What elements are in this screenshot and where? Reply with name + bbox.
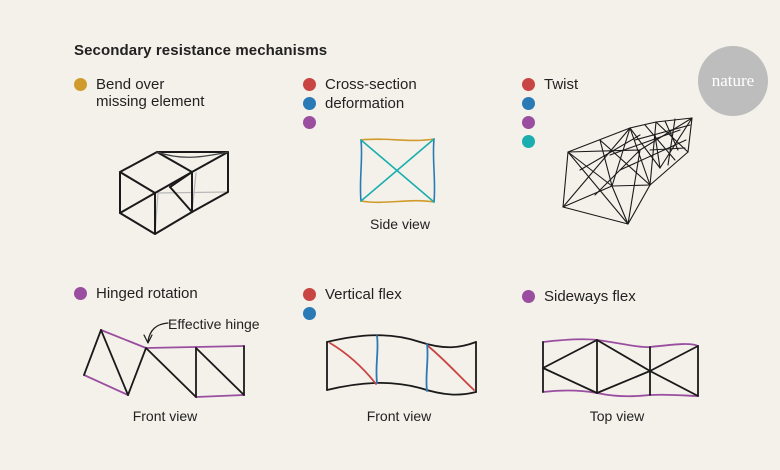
cross-label-line2: deformation <box>325 95 405 112</box>
bend-label-line2: missing element <box>96 93 205 110</box>
cross-section-frame <box>359 138 436 204</box>
sideways-label: Sideways flex <box>544 288 636 305</box>
red-dot-icon <box>522 78 535 91</box>
red-dot-icon <box>303 78 316 91</box>
vertical-label: Vertical flex <box>325 286 402 303</box>
twist-label: Twist <box>544 76 579 93</box>
sideways-caption: Top view <box>589 408 645 424</box>
hinged-caption: Front view <box>132 408 198 424</box>
purple-dot-icon <box>522 290 535 303</box>
legend-cross-section: Cross-section deformation <box>303 76 417 133</box>
vertical-caption: Front view <box>366 408 432 424</box>
purple-dot-icon <box>522 116 535 129</box>
red-dot-icon <box>303 288 316 301</box>
bend-truss <box>119 151 229 235</box>
legend-hinged: Hinged rotation <box>74 285 198 304</box>
hinged-truss <box>83 322 245 398</box>
purple-dot-icon <box>303 116 316 129</box>
purple-dot-icon <box>74 287 87 300</box>
legend-vertical: Vertical flex <box>303 286 402 324</box>
twist-truss <box>562 117 693 225</box>
blue-dot-icon <box>303 97 316 110</box>
hinged-label: Hinged rotation <box>96 285 198 302</box>
cross-label-line1: Cross-section <box>325 76 417 93</box>
blue-dot-icon <box>522 97 535 110</box>
teal-dot-icon <box>522 135 535 148</box>
hinge-annotation: Effective hinge <box>168 316 260 332</box>
nature-logo: nature <box>698 46 768 116</box>
sideways-flex-truss <box>542 338 699 398</box>
blue-dot-icon <box>303 307 316 320</box>
vertical-flex-truss <box>326 334 477 396</box>
legend-twist: Twist <box>522 76 578 152</box>
legend-sideways: Sideways flex <box>522 288 636 307</box>
bend-label-line1: Bend over <box>96 76 165 93</box>
figure-title: Secondary resistance mechanisms <box>74 42 328 59</box>
cross-caption: Side view <box>370 216 430 232</box>
gold-dot-icon <box>74 78 87 91</box>
legend-bend: Bend over missing element <box>74 76 204 110</box>
